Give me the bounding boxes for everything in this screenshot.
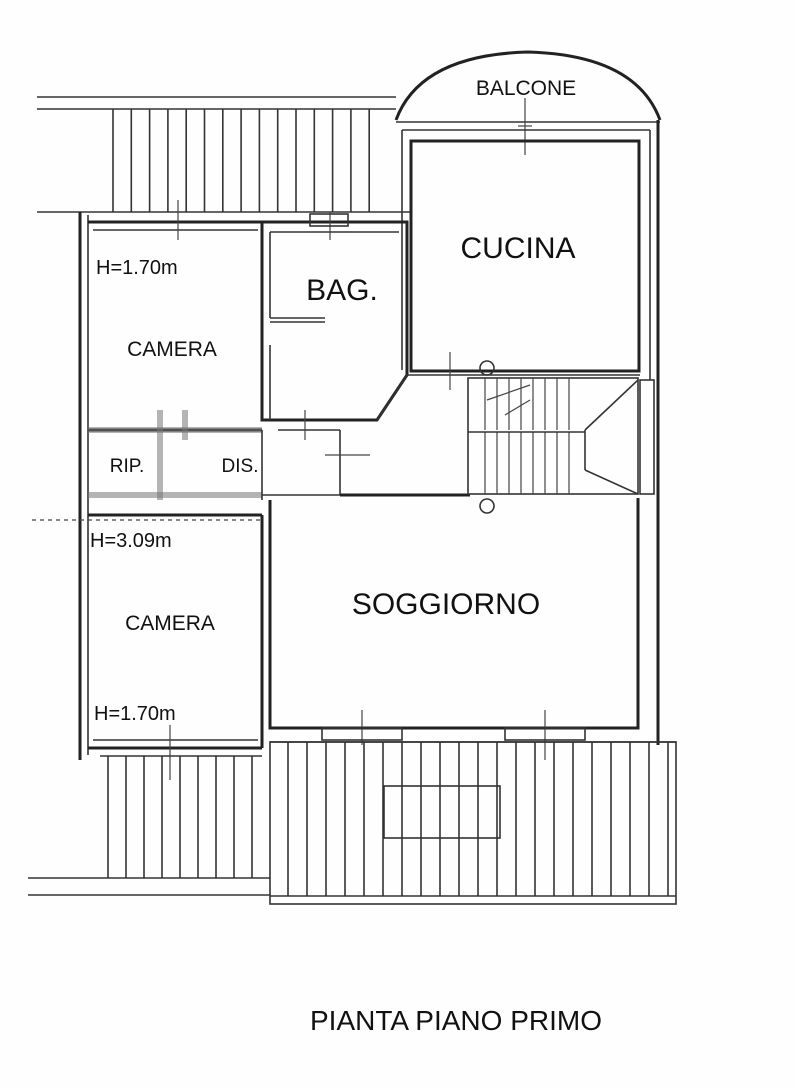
room-labels: BALCONE CUCINA BAG. CAMERA RIP. DIS. SOG… bbox=[110, 77, 576, 635]
label-disimpegno: DIS. bbox=[222, 456, 259, 477]
height-camera-bottom: H=1.70m bbox=[94, 703, 176, 725]
top-left-terrace bbox=[37, 96, 410, 213]
label-balcone: BALCONE bbox=[476, 77, 576, 100]
bottom-terrace bbox=[28, 741, 677, 905]
staircase bbox=[467, 360, 655, 514]
label-soggiorno: SOGGIORNO bbox=[352, 588, 540, 621]
label-bagno: BAG. bbox=[306, 274, 378, 307]
plan-caption: PIANTA PIANO PRIMO bbox=[310, 1005, 602, 1036]
height-middle: H=3.09m bbox=[90, 530, 172, 552]
height-camera-top: H=1.70m bbox=[96, 257, 178, 279]
label-camera-top: CAMERA bbox=[127, 338, 217, 361]
exterior-walls bbox=[32, 120, 660, 760]
door-marks bbox=[169, 200, 586, 780]
height-labels: H=1.70m H=3.09m H=1.70m bbox=[90, 257, 178, 725]
label-cucina: CUCINA bbox=[460, 232, 575, 265]
balcony bbox=[394, 50, 662, 155]
label-camera-bottom: CAMERA bbox=[125, 612, 215, 635]
label-ripostiglio: RIP. bbox=[110, 456, 145, 477]
